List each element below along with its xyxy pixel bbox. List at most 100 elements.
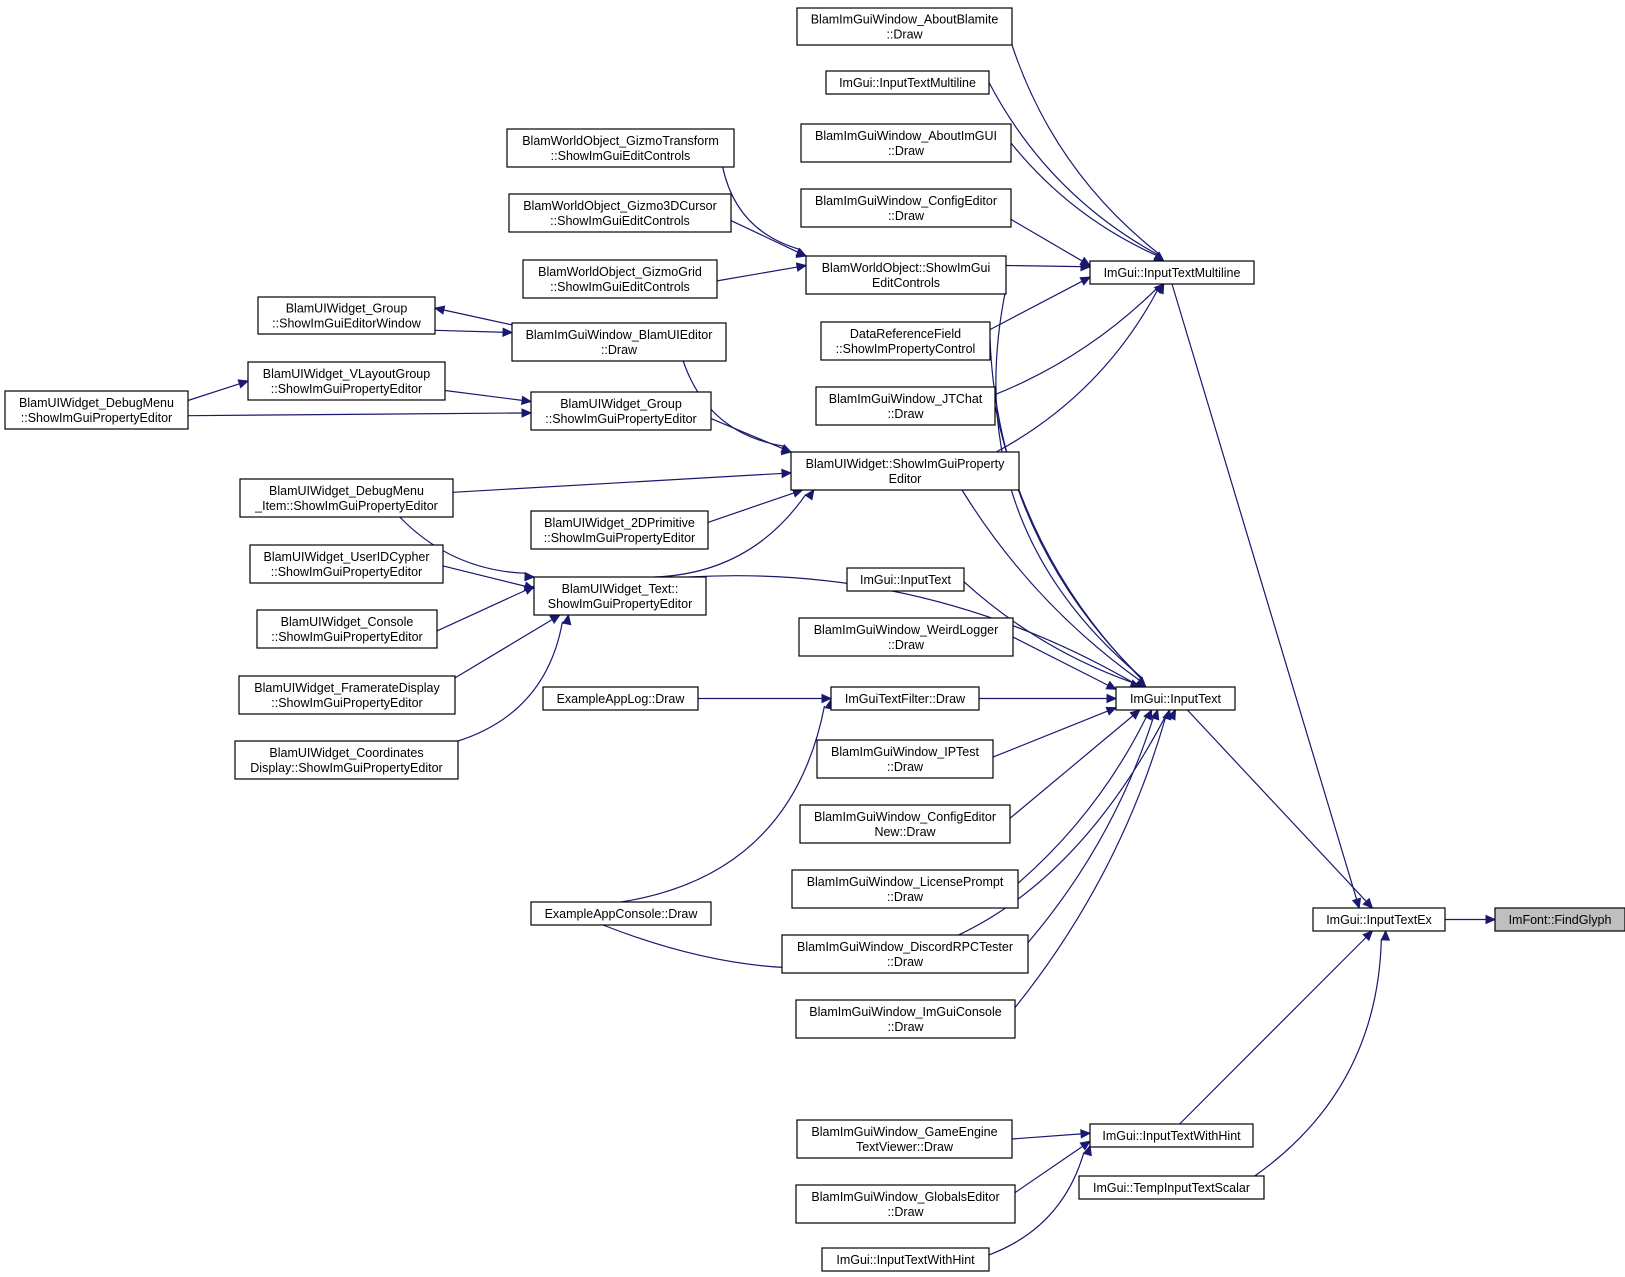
node-exampleappconsole[interactable]: ExampleAppConsole::Draw [530, 901, 712, 926]
node-layer: ImFont::FindGlyphImGui::InputTextExImGui… [4, 7, 1625, 1272]
edge-line [1005, 264, 1082, 268]
edge-arrowhead [524, 571, 536, 582]
node-coordinates[interactable]: BlamUIWidget_CoordinatesDisplay::ShowImG… [234, 740, 459, 780]
node-console-widget[interactable]: BlamUIWidget_Console::ShowImGuiPropertyE… [256, 609, 438, 649]
node-label-line: BlamWorldObject_Gizmo3DCursor [523, 199, 717, 213]
node-gizmo-transform[interactable]: BlamWorldObject_GizmoTransform::ShowImGu… [506, 128, 735, 168]
node-textfilter[interactable]: ImGuiTextFilter::Draw [830, 686, 980, 711]
edge-arrowhead [795, 262, 808, 272]
node-imguiconsole[interactable]: BlamImGuiWindow_ImGuiConsole::Draw [795, 999, 1016, 1039]
edge-arrowhead [1362, 897, 1374, 909]
edge-arrowhead [549, 614, 561, 624]
edge-useridcypher-to-text-prop [442, 565, 536, 591]
node-label-line: BlamImGuiWindow_AboutBlamite [811, 13, 999, 27]
edge-arrowhead [1106, 693, 1118, 704]
node-label-line: ::Draw [887, 1205, 924, 1219]
node-datareferencefield[interactable]: DataReferenceField::ShowImPropertyContro… [820, 321, 991, 361]
node-label-line: BlamUIWidget_UserIDCypher [263, 550, 429, 564]
node-label-line: ImGui::InputTextWithHint [1102, 1129, 1241, 1143]
node-label-line: ::Draw [888, 209, 925, 223]
node-label-line: DataReferenceField [850, 327, 961, 341]
node-weirdlogger[interactable]: BlamImGuiWindow_WeirdLogger::Draw [798, 617, 1014, 657]
node-gizmo-grid[interactable]: BlamWorldObject_GizmoGrid::ShowImGuiEdit… [522, 259, 718, 299]
node-config-editor[interactable]: BlamImGuiWindow_ConfigEditor::Draw [800, 188, 1012, 228]
node-label-line: BlamUIWidget_2DPrimitive [544, 516, 695, 530]
edge-imgui-inputtextwithhint-left-to-inputtextwithhint [988, 1144, 1092, 1256]
node-label-line: BlamUIWidget_Console [281, 615, 414, 629]
node-uiwidget-show[interactable]: BlamUIWidget::ShowImGuiPropertyEditor [790, 451, 1020, 491]
node-label-line: ImGui::InputText [860, 573, 952, 587]
node-box [846, 567, 965, 592]
node-licenseprompt[interactable]: BlamImGuiWindow_LicensePrompt::Draw [791, 869, 1019, 909]
edge-inputtextwithhint-to-inputtextex [1179, 930, 1374, 1125]
edge-imguiconsole-to-inputtext [1014, 708, 1172, 1008]
node-findglyph[interactable]: ImFont::FindGlyph [1494, 907, 1625, 932]
node-label-line: BlamWorldObject_GizmoTransform [522, 134, 719, 148]
node-discordrpc[interactable]: BlamImGuiWindow_DiscordRPCTester::Draw [781, 934, 1029, 974]
edge-line [1011, 44, 1160, 255]
node-text-prop[interactable]: BlamUIWidget_Text::ShowImGuiPropertyEdit… [533, 576, 707, 616]
node-inputtextex[interactable]: ImGui::InputTextEx [1312, 907, 1446, 932]
node-label-line: ::ShowImGuiPropertyEditor [271, 382, 422, 396]
node-label-line: BlamImGuiWindow_DiscordRPCTester [797, 940, 1013, 954]
node-group-prop[interactable]: BlamUIWidget_Group::ShowImGuiPropertyEdi… [530, 391, 712, 431]
edge-debugmenu-to-vlayoutgroup [187, 379, 250, 402]
node-label-line: ::ShowImGuiEditControls [550, 214, 690, 228]
node-imgui-inputtext-left[interactable]: ImGui::InputText [846, 567, 965, 592]
edge-line [1010, 142, 1157, 257]
edge-line [399, 516, 526, 574]
node-label-line: ::Draw [887, 955, 924, 969]
edge-arrowhead [1129, 709, 1141, 720]
edge-line [1186, 709, 1367, 902]
node-box [816, 739, 994, 779]
edge-line [187, 412, 523, 417]
node-inputtext[interactable]: ImGui::InputText [1115, 686, 1236, 711]
node-box [257, 296, 436, 335]
edge-arrowhead [1082, 1144, 1092, 1157]
node-exampleapplog[interactable]: ExampleAppLog::Draw [542, 686, 699, 711]
node-gizmo-3dcursor[interactable]: BlamWorldObject_Gizmo3DCursor::ShowImGui… [508, 193, 732, 233]
node-vlayoutgroup[interactable]: BlamUIWidget_VLayoutGroup::ShowImGuiProp… [247, 361, 446, 401]
node-jtchat[interactable]: BlamImGuiWindow_JTChat::Draw [815, 386, 996, 426]
node-framerate[interactable]: BlamUIWidget_FramerateDisplay::ShowImGui… [238, 675, 456, 715]
edge-arrowhead [1105, 706, 1118, 716]
node-group-editorwindow[interactable]: BlamUIWidget_Group::ShowImGuiEditorWindo… [257, 296, 436, 335]
node-label-line: BlamImGuiWindow_JTChat [829, 392, 983, 406]
node-imgui-inputtextmultiline-left[interactable]: ImGui::InputTextMultiline [825, 70, 990, 95]
node-box [522, 259, 718, 299]
node-inputtextmultiline[interactable]: ImGui::InputTextMultiline [1089, 260, 1255, 285]
node-tempinputtextscalar[interactable]: ImGui::TempInputTextScalar [1078, 1175, 1265, 1200]
node-about-imgui[interactable]: BlamImGuiWindow_AboutImGUI::Draw [800, 123, 1012, 163]
edge-iptest-to-inputtext [992, 706, 1118, 758]
node-label-line: ShowImGuiPropertyEditor [548, 597, 693, 611]
node-globalseditor[interactable]: BlamImGuiWindow_GlobalsEditor::Draw [795, 1184, 1016, 1224]
node-worldobject-show[interactable]: BlamWorldObject::ShowImGuiEditControls [805, 255, 1007, 295]
node-label-line: ::ShowImPropertyControl [836, 342, 976, 356]
node-box [234, 740, 459, 780]
node-imgui-inputtextwithhint-left[interactable]: ImGui::InputTextWithHint [821, 1247, 990, 1272]
edge-line [989, 280, 1083, 331]
node-box [1089, 1123, 1254, 1148]
node-label-line: ::Draw [887, 1020, 924, 1034]
node-primitive2d[interactable]: BlamUIWidget_2DPrimitive::ShowImGuiPrope… [530, 510, 709, 550]
node-about-blamite[interactable]: BlamImGuiWindow_AboutBlamite::Draw [796, 7, 1013, 46]
edge-group-prop-to-uiwidget-show [710, 418, 793, 453]
node-label-line: ImFont::FindGlyph [1509, 913, 1612, 927]
edge-arrowhead [1150, 708, 1160, 721]
node-debugmenu[interactable]: BlamUIWidget_DebugMenu::ShowImGuiPropert… [4, 390, 189, 430]
node-label-line: ::ShowImGuiPropertyEditor [545, 412, 696, 426]
edge-arrowhead [502, 327, 514, 337]
edge-arrowhead [523, 585, 536, 595]
node-useridcypher[interactable]: BlamUIWidget_UserIDCypher::ShowImGuiProp… [249, 544, 444, 584]
node-label-line: BlamUIWidget_VLayoutGroup [263, 367, 430, 381]
edge-arrowhead [1155, 282, 1165, 295]
node-label-line: ::ShowImGuiPropertyEditor [21, 411, 172, 425]
node-iptest[interactable]: BlamImGuiWindow_IPTest::Draw [816, 739, 994, 779]
node-inputtextwithhint[interactable]: ImGui::InputTextWithHint [1089, 1123, 1254, 1148]
node-debugmenu-item[interactable]: BlamUIWidget_DebugMenu_Item::ShowImGuiPr… [239, 478, 454, 518]
node-gameengine-textviewer[interactable]: BlamImGuiWindow_GameEngineTextViewer::Dr… [796, 1119, 1013, 1159]
node-label-line: BlamImGuiWindow_BlamUIEditor [526, 328, 713, 342]
node-blamuieditor[interactable]: BlamImGuiWindow_BlamUIEditor::Draw [511, 322, 727, 362]
node-label-line: ::Draw [887, 890, 924, 904]
